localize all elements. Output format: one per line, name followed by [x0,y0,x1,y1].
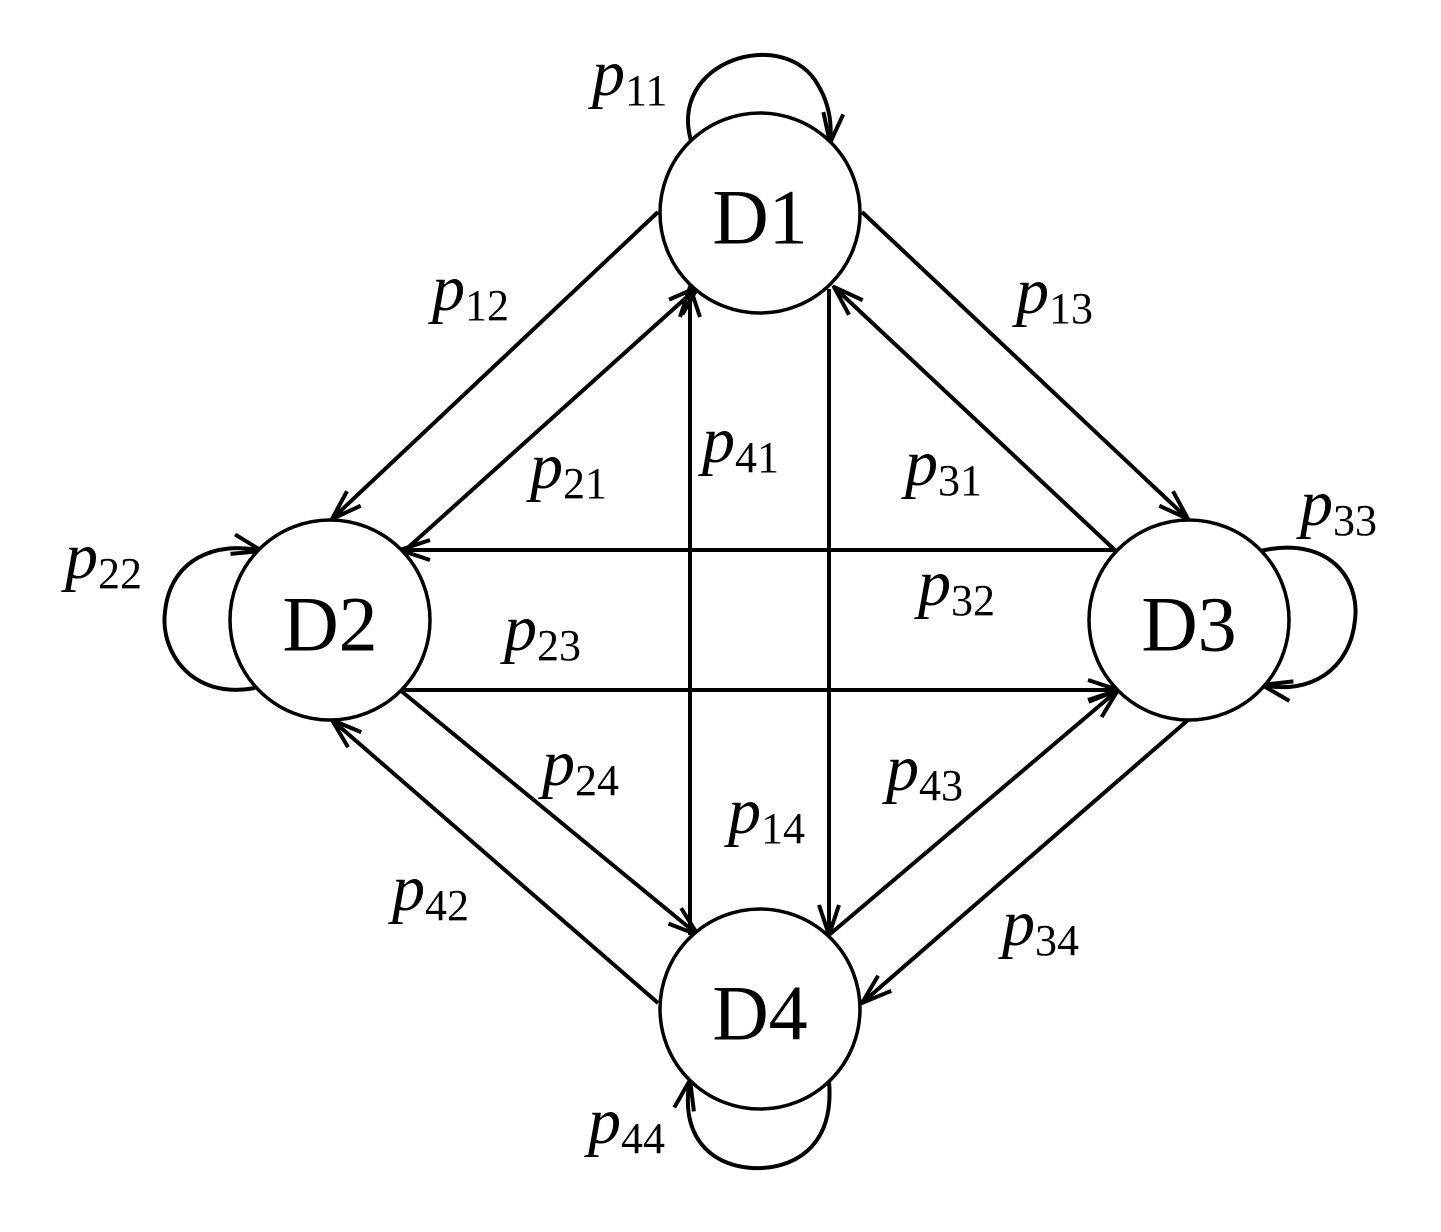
label-p33: p33 [1296,467,1377,545]
edge-d4-to-d3 [827,690,1118,937]
edge-d2-to-d4 [398,688,698,935]
label-p44: p44 [584,1085,665,1163]
node-d2: D2 [228,518,432,722]
label-p14: p14 [724,775,805,853]
label-p23: p23 [500,592,581,670]
edge-d3-to-d1 [834,287,1120,555]
edge-d1-to-d3 [860,210,1188,519]
label-p34: p34 [998,887,1079,965]
node-d4: D4 [658,907,862,1111]
edge-d2-to-d1 [400,287,698,555]
node-d1: D1 [658,111,862,315]
label-p41: p41 [698,404,779,482]
edge-d4-to-d2 [332,720,660,1005]
loop-d4 [688,1080,832,1171]
node-d3: D3 [1087,518,1291,722]
loop-d3 [1260,545,1358,687]
label-p22: p22 [61,520,142,598]
label-p11: p11 [588,37,667,115]
label-p43: p43 [882,732,963,810]
loop-d2 [162,548,262,692]
edge-d1-to-d2 [332,210,660,519]
label-p12: p12 [428,252,509,330]
label-p42: p42 [388,852,469,930]
loop-d1 [686,52,831,144]
label-p31: p31 [901,427,982,505]
label-p21: p21 [526,430,607,508]
label-p13: p13 [1012,255,1093,333]
label-p24: p24 [538,727,619,805]
edge-d3-to-d4 [862,718,1190,1003]
node-d4-label: D4 [712,970,807,1057]
node-d2-label: D2 [282,581,377,668]
node-d3-label: D3 [1141,581,1236,668]
node-d1-label: D1 [712,174,807,261]
label-p32: p32 [914,547,995,625]
